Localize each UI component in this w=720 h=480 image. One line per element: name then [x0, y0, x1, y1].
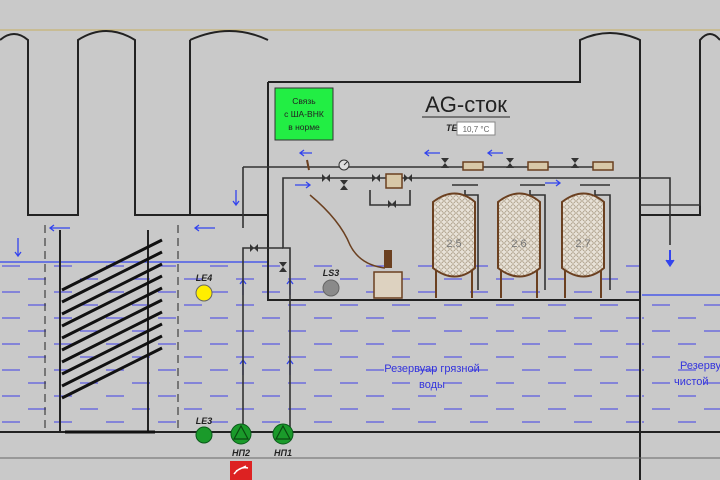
- connection-status-box[interactable]: Связь с ША-ВНК в норме: [274, 87, 334, 141]
- pump-np1[interactable]: НП1: [272, 423, 294, 458]
- level-sensor-le3[interactable]: [195, 426, 213, 444]
- temperature-field: [456, 121, 496, 136]
- clean-reservoir-label: чистой: [674, 376, 709, 388]
- pump-label: НП1: [274, 448, 292, 458]
- level-sensor-le4[interactable]: [195, 284, 213, 302]
- le3-label: LE3: [196, 416, 213, 426]
- filter-tank-3: 2.7: [561, 192, 605, 298]
- tank-label: 2.6: [511, 238, 526, 250]
- clean-reservoir-label: Резервуар: [680, 360, 720, 372]
- tank-label: 2.5: [446, 238, 461, 250]
- pump-label: НП2: [232, 448, 250, 458]
- ls3-label: LS3: [323, 268, 340, 278]
- level-switch-ls3[interactable]: [322, 279, 340, 297]
- status-line: с ША-ВНК: [284, 109, 324, 119]
- valves: [250, 158, 579, 272]
- control-heads: [462, 161, 614, 171]
- clean-water: [642, 294, 720, 432]
- flow-arrows: [14, 149, 675, 375]
- dosing-unit: [385, 173, 403, 189]
- alarm-hand-icon[interactable]: [230, 461, 252, 480]
- dirty-reservoir-label: воды: [419, 379, 445, 391]
- temperature-label: TE: [446, 123, 458, 133]
- filter-tank-1: 2.5: [432, 192, 476, 298]
- station-title: AG-сток: [425, 92, 507, 117]
- status-line: Связь: [292, 96, 316, 106]
- filter-tank-2: 2.6: [497, 192, 541, 298]
- pump-np2[interactable]: НП2: [230, 423, 252, 458]
- pressure-gauge-icon: [338, 159, 350, 171]
- dirty-water: [0, 261, 640, 432]
- pump-icon: [274, 424, 292, 440]
- temperature-value: 10,7 °C: [463, 125, 490, 134]
- structure-walls: [0, 30, 720, 480]
- tank-label: 2.7: [575, 238, 590, 250]
- le4-label: LE4: [196, 273, 213, 283]
- status-line: в норме: [288, 122, 320, 132]
- bar-screen: [61, 238, 163, 400]
- dirty-reservoir-label: Резервуар грязной: [384, 363, 480, 375]
- pump-icon: [232, 424, 250, 440]
- dosing-pump: [373, 250, 403, 299]
